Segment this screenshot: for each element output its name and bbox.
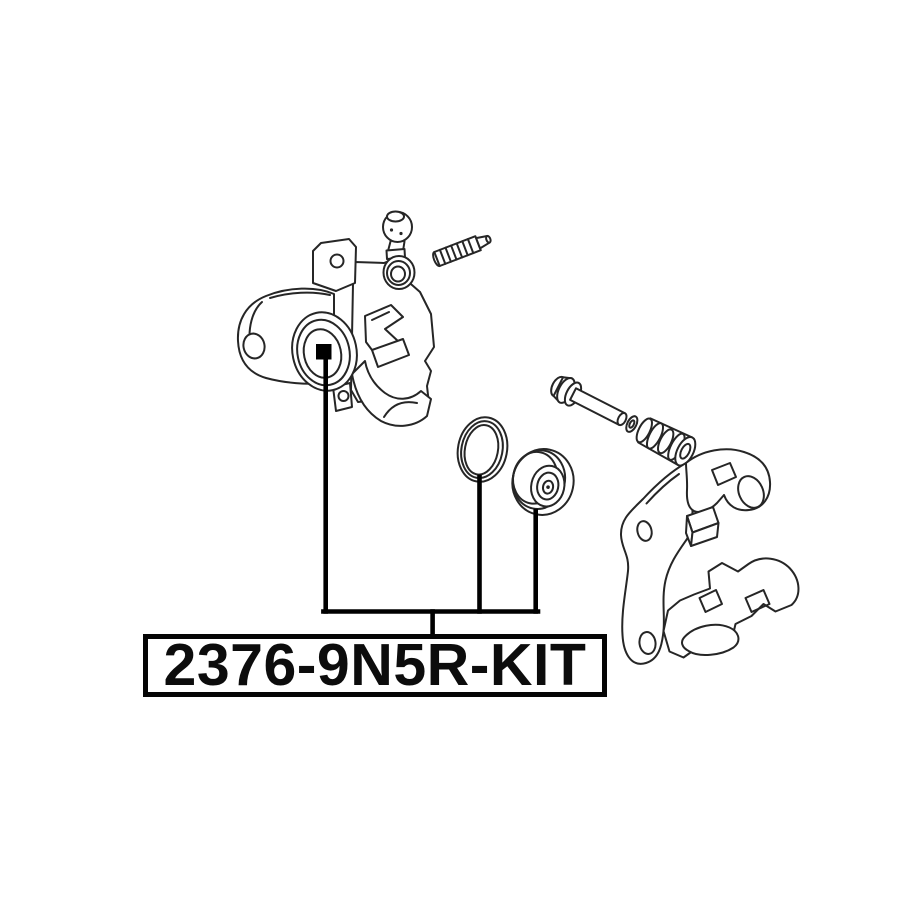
bleeder-cap-ring-rim [387,261,410,285]
bracket-hole-top [635,520,653,543]
bracket-spine-line [647,474,680,504]
piston-seal-inner [460,422,502,477]
caliper-bore-rim [291,315,356,390]
bracket-hole-bottom [638,631,657,655]
guide-pin-drawing [547,372,632,433]
caliper-abutment-line [372,312,389,320]
caliper-hook-line [384,402,417,417]
part-number-box: 2376-9N5R-KIT [143,634,607,697]
caliper-top-tab [313,239,356,291]
bleeder-cap-dot2 [399,231,403,236]
caliper-cylinder-nub [241,332,267,361]
guide-pin-boot-drawing [621,408,700,469]
bracket-pad-face [733,472,768,512]
bleeder-cap-dot [389,228,394,232]
bleeder-screw-tip-end [485,235,491,243]
caliper-callout-marker [316,344,332,360]
guide-pin-shaft-end [616,412,629,427]
caliper-abutment-block [372,339,409,367]
guide-pin-shaft [570,388,625,425]
piston-boot-drawing [506,443,579,520]
caliper-tab-curl [331,255,344,268]
bleeder-screw-threads [440,239,473,264]
pin-boot-collar-hole [628,420,635,429]
bleeder-cap-ring-hole [391,267,405,282]
piston-seal-rim [456,418,507,482]
caliper-bottom-hook [352,361,431,426]
part-number: 2376-9N5R-KIT [163,632,587,698]
bleeder-cap-top [387,212,404,222]
caliper-lug-curl [339,391,349,401]
caliper-bracket-drawing [621,449,798,664]
bracket-arm-slot [712,463,736,485]
bracket-lower-block-2 [746,590,770,612]
piston-boot-center-dot [546,485,550,489]
pin-boot-outline [637,417,692,466]
bracket-mid-block-side [691,523,719,546]
callout-lines [316,344,538,637]
bleeder-screw-drawing [432,232,493,268]
pin-boot-rib-1 [633,416,655,444]
bracket-lower-block-1 [700,590,723,612]
bracket-lower-pad [682,625,738,655]
pin-boot-end-hole [678,442,692,460]
piston-seal-drawing [452,413,513,486]
bleeder-cap-drawing [383,212,415,290]
caliper-cylinder-top-line [270,293,330,298]
brake-caliper-drawing [238,239,434,426]
